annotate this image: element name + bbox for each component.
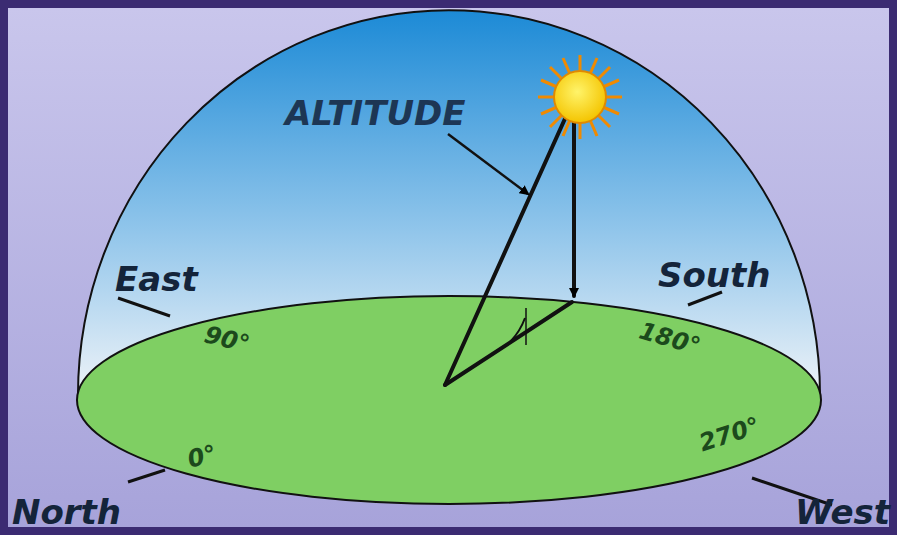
angle-tick xyxy=(525,308,527,345)
leader-arrow xyxy=(448,134,528,194)
background xyxy=(8,8,889,527)
direction-label: East xyxy=(115,262,198,296)
angle-arc xyxy=(511,318,525,341)
direction-label: South xyxy=(658,258,771,292)
degree-label: 0° xyxy=(185,441,219,471)
altitude-label: ALTITUDE xyxy=(285,96,465,130)
sun-symbol xyxy=(538,55,622,139)
ground-ellipse xyxy=(77,296,821,504)
direction-label: North xyxy=(12,495,121,529)
compass-ticks xyxy=(118,292,832,505)
altitude-lines xyxy=(445,112,574,385)
direction-label: West xyxy=(795,495,890,529)
